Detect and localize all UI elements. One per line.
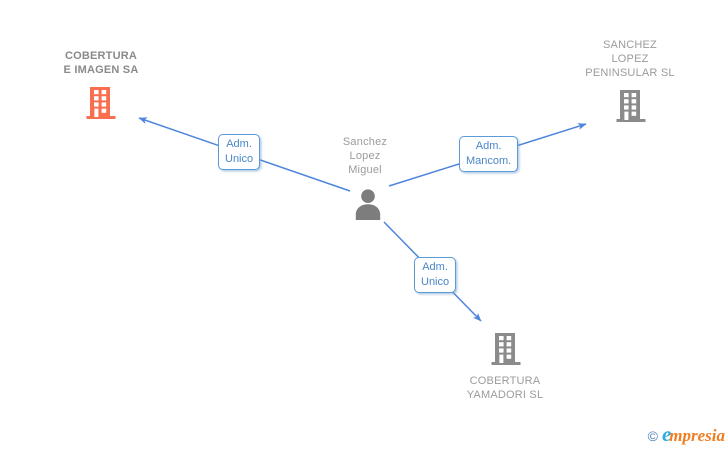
company-name-sanchez-peninsular: SANCHEZ LOPEZ PENINSULAR SL: [585, 39, 675, 79]
company-node-sanchez-peninsular[interactable]: [616, 90, 646, 122]
empresia-logo: © empresia: [648, 422, 725, 447]
company-node-cobertura-yamadori[interactable]: [491, 333, 521, 365]
company-node-cobertura-imagen[interactable]: [86, 87, 116, 119]
relation-box-adm-unico-1: Adm. Unico: [218, 134, 261, 170]
empresia-logo-text: mpresia: [669, 426, 725, 445]
building-icon: [616, 90, 646, 126]
company-name-cobertura-imagen: COBERTURA E IMAGEN SA: [63, 50, 139, 76]
person-name: Sanchez Lopez Miguel: [342, 136, 388, 176]
person-icon: [352, 189, 384, 224]
relation-box-adm-unico-2: Adm. Unico: [414, 257, 457, 293]
person-node[interactable]: [352, 189, 384, 220]
empresia-logo-e: e: [661, 422, 672, 446]
company-name-cobertura-yamadori: COBERTURA YAMADORI SL: [466, 375, 544, 401]
relation-box-adm-mancom: Adm. Mancom.: [459, 136, 519, 172]
building-icon: [491, 333, 521, 369]
copyright-icon: ©: [647, 428, 658, 444]
building-icon: [86, 87, 116, 123]
